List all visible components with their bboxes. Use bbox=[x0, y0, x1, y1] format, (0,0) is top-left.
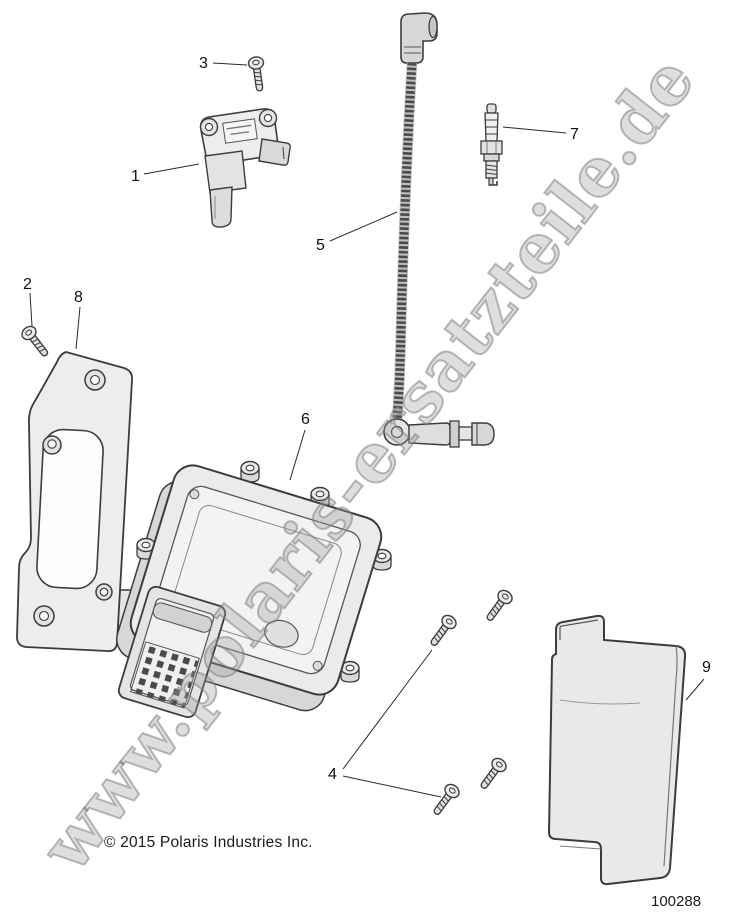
mount-screw bbox=[425, 612, 460, 650]
mount-screw bbox=[428, 781, 463, 819]
ecu-cover bbox=[547, 614, 687, 886]
spark-plug bbox=[480, 103, 503, 186]
callout-4: 4 bbox=[328, 766, 337, 783]
callout-5: 5 bbox=[316, 237, 325, 254]
coil-label bbox=[222, 118, 258, 144]
ignition-coil bbox=[199, 108, 291, 228]
callout-7: 7 bbox=[570, 126, 579, 143]
ecu-connector bbox=[117, 585, 227, 719]
mounting-bracket bbox=[16, 351, 137, 652]
ecu-mount-lug bbox=[240, 460, 260, 483]
ecu-module bbox=[116, 460, 392, 719]
callout-6: 6 bbox=[301, 411, 310, 428]
callout-8: 8 bbox=[74, 289, 83, 306]
mount-screw bbox=[481, 587, 516, 625]
bracket-screw bbox=[18, 322, 53, 361]
copyright-text: © 2015 Polaris Industries Inc. bbox=[104, 834, 313, 851]
callout-numbers: 1 2 3 4 5 6 7 8 9 bbox=[23, 55, 711, 783]
coil-screw bbox=[247, 55, 269, 93]
callout-3: 3 bbox=[199, 55, 208, 72]
mount-screw bbox=[475, 755, 510, 793]
callout-2: 2 bbox=[23, 276, 32, 293]
callout-9: 9 bbox=[702, 659, 711, 676]
ecu-mounting-screws bbox=[425, 587, 516, 819]
callout-leader-lines bbox=[29, 62, 705, 798]
spark-plug-cable bbox=[383, 12, 495, 448]
drawing-number: 100288 bbox=[651, 893, 702, 910]
callout-1: 1 bbox=[131, 168, 140, 185]
